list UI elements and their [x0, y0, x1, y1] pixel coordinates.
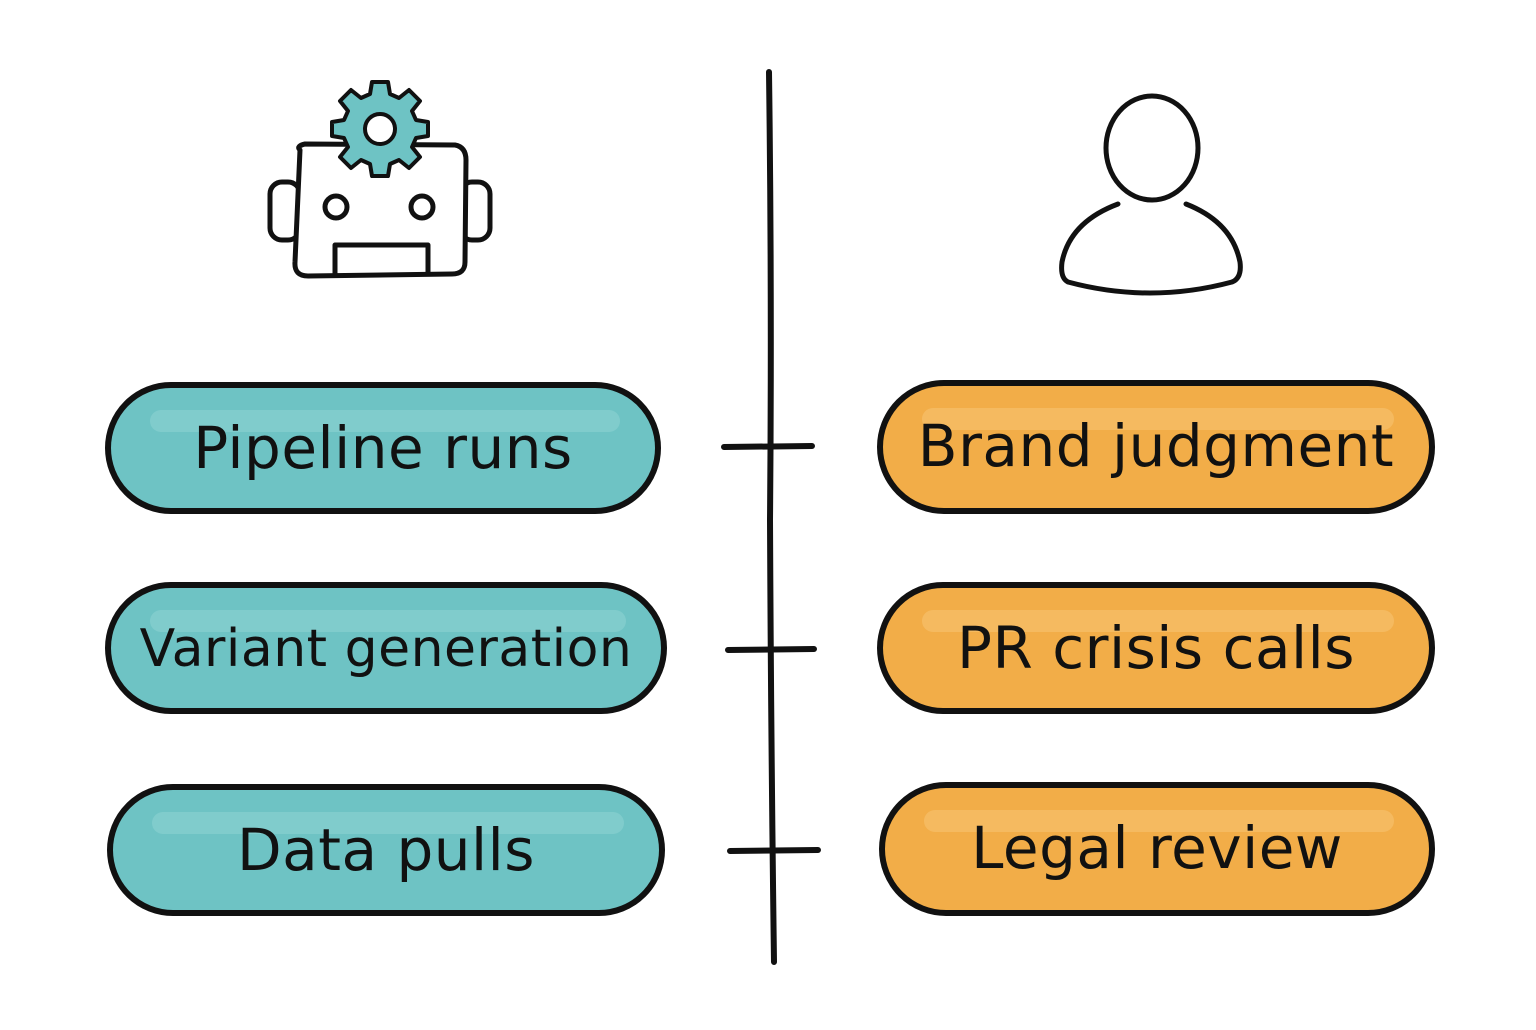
left-pill: Data pulls — [107, 784, 665, 916]
robot-with-gear-icon — [267, 80, 493, 279]
divider-tick — [725, 646, 817, 653]
pill-label: Legal review — [971, 814, 1343, 882]
pill-label: Pipeline runs — [193, 414, 573, 482]
center-divider — [766, 69, 777, 965]
left-pill: Pipeline runs — [105, 382, 661, 514]
divider-tick — [727, 847, 821, 854]
left-pill: Variant generation — [105, 582, 667, 714]
gear-icon — [330, 80, 430, 178]
right-pill: Legal review — [879, 782, 1435, 916]
right-pill: Brand judgment — [877, 380, 1435, 514]
right-pill: PR crisis calls — [877, 582, 1435, 714]
pill-label: Variant generation — [140, 619, 633, 679]
pill-label: Data pulls — [237, 816, 535, 884]
person-icon — [1059, 93, 1243, 296]
divider-tick — [721, 443, 815, 450]
pill-label: PR crisis calls — [957, 614, 1355, 682]
pill-label: Brand judgment — [918, 412, 1394, 480]
